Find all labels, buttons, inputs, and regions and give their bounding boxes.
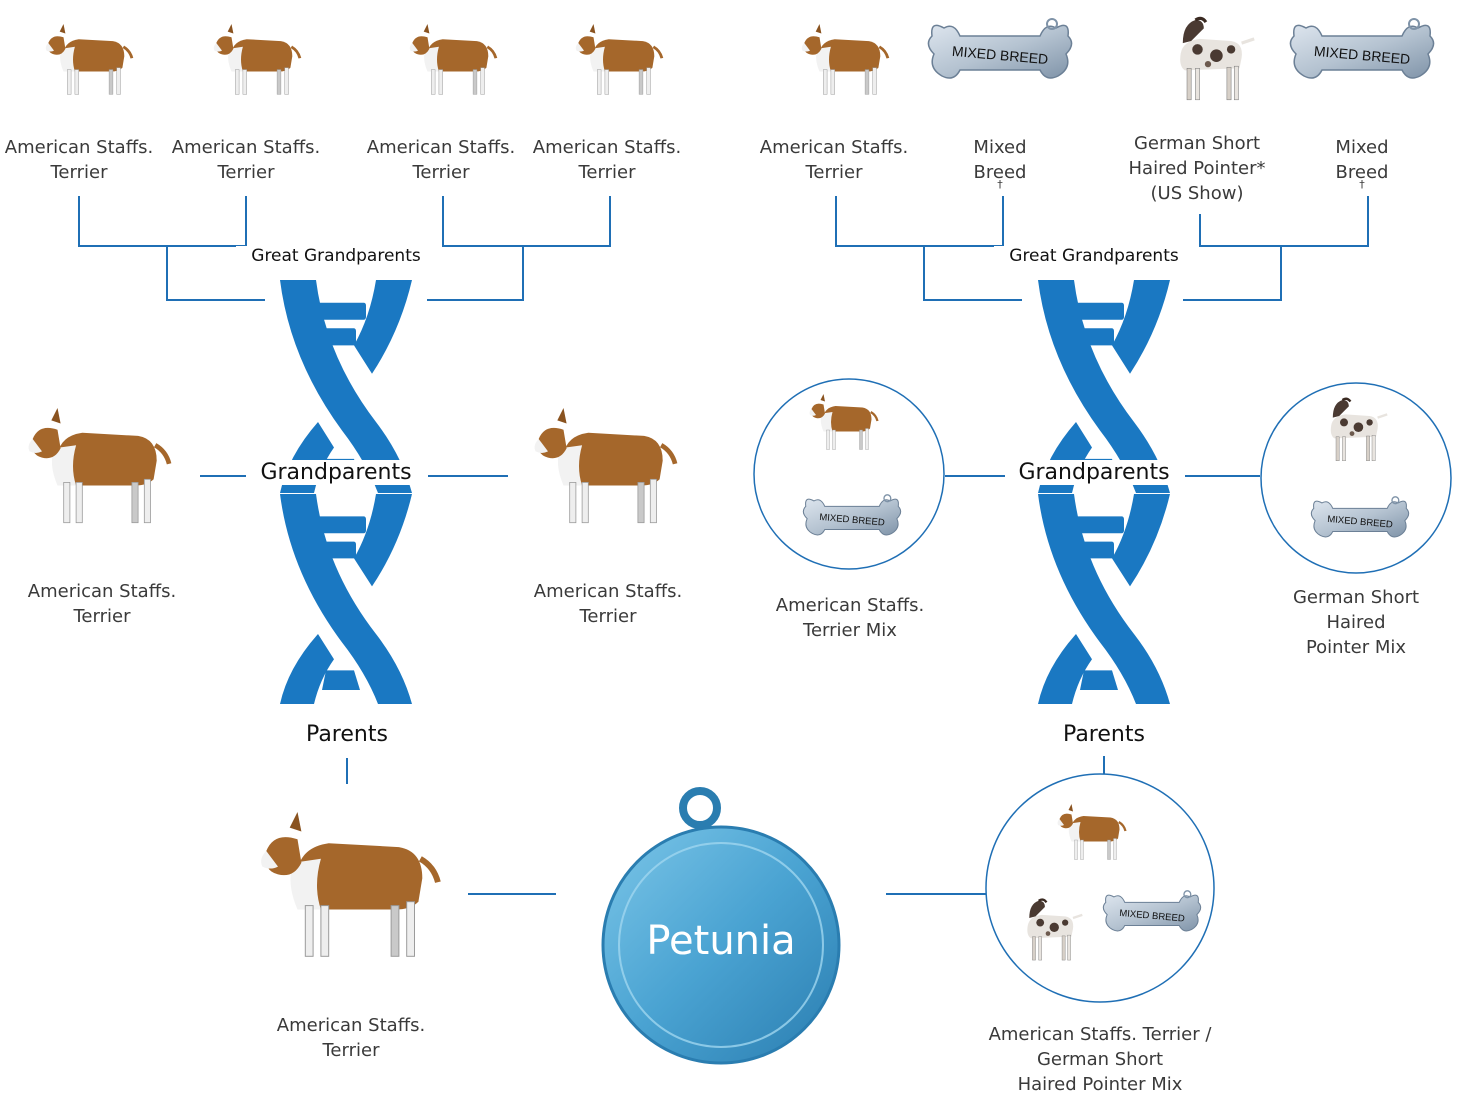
stage-label-grandparents: Grandparents [1008, 460, 1180, 485]
mixed-breed-bone-icon: MIXED BREED [802, 494, 902, 536]
grandparent-label: American Staffs.Terrier [27, 581, 177, 627]
terrier-dog-icon [800, 22, 890, 96]
terrier-dog-icon [44, 22, 134, 96]
stage-label-grandparents: Grandparents [250, 460, 422, 485]
great-grandparent-label: American Staffs.Terrier [532, 137, 682, 183]
mixed-breed-bone-icon: MIXED BREED [1102, 890, 1202, 932]
great-grandparent-icons: MIXED BREED MIXED BREED [44, 16, 1435, 102]
grandparent-label: American Staffs.Terrier Mix [775, 595, 925, 641]
connector-lines [78, 196, 1369, 895]
parent-mix-circle [985, 773, 1215, 1003]
great-grandparent-label: American Staffs.Terrier [366, 137, 516, 183]
great-grandparent-label: Mixed Breed† [1335, 137, 1389, 191]
right-dna-helix-icon [1038, 280, 1170, 704]
grandparent-icons: MIXED BREED MIXED BREED [29, 378, 1452, 574]
stage-label-parents: Parents [286, 722, 408, 747]
grandparent-label: American Staffs.Terrier [533, 581, 683, 627]
petunia-tag-icon [601, 787, 841, 1065]
stage-label-parents: Parents [1043, 722, 1165, 747]
great-grandparent-label: Mixed Breed† [973, 137, 1027, 191]
great-grandparent-label: American Staffs.Terrier [4, 137, 154, 183]
terrier-dog-icon [29, 408, 170, 523]
terrier-dog-icon [535, 408, 676, 523]
mixed-breed-bone-icon: MIXED BREED [1310, 496, 1410, 538]
stage-label-great-grandparents: Great Grandparents [994, 246, 1194, 266]
great-grandparent-label: American Staffs.Terrier [759, 137, 909, 183]
parent-label: American Staffs.Terrier [276, 1015, 426, 1061]
parent-icons: MIXED BREED [261, 773, 1215, 1003]
stage-label-great-grandparents: Great Grandparents [236, 246, 436, 266]
pet-name: Petunia [646, 918, 796, 964]
terrier-dog-icon [212, 22, 302, 96]
pointer-dog-icon [1178, 16, 1256, 102]
terrier-dog-icon [261, 812, 438, 956]
left-dna-helix-icon [280, 280, 412, 704]
terrier-dog-icon [574, 22, 664, 96]
terrier-dog-icon [408, 22, 498, 96]
great-grandparent-label: American Staffs.Terrier [171, 137, 321, 183]
mixed-breed-bone-icon: MIXED BREED [1289, 18, 1435, 79]
grandparent-mix-circle [1260, 382, 1452, 574]
mixed-breed-bone-icon: MIXED BREED [927, 18, 1073, 79]
